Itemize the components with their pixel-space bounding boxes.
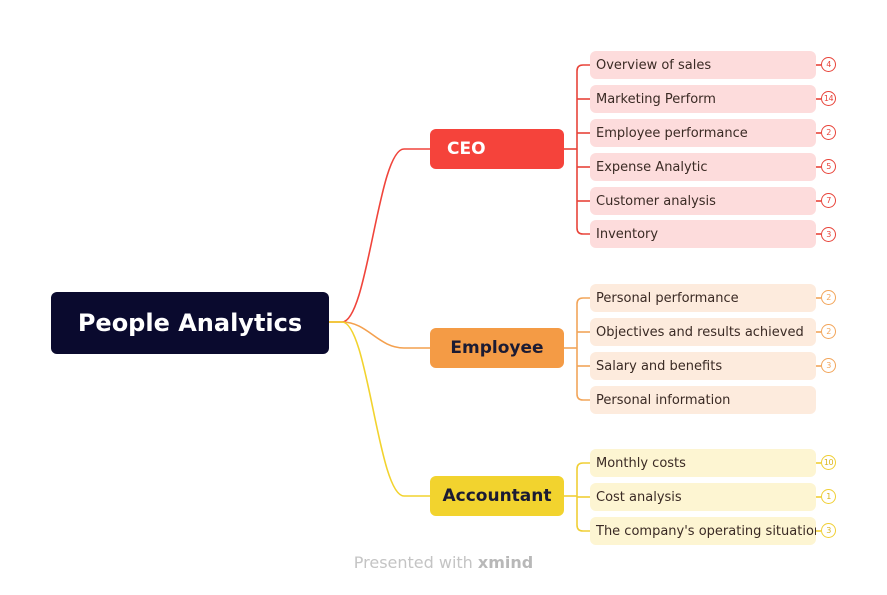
subtopic-label: Customer analysis: [596, 193, 716, 209]
subtopic-count-badge[interactable]: 2: [821, 324, 836, 339]
subtopic-employee-salary-benefits[interactable]: Salary and benefits: [590, 352, 816, 380]
subtopic-accountant-monthly-costs[interactable]: Monthly costs: [590, 449, 816, 477]
subtopic-count-badge[interactable]: 4: [821, 57, 836, 72]
subtopic-count-badge[interactable]: 7: [821, 193, 836, 208]
subtopic-count-badge[interactable]: 14: [821, 91, 836, 106]
subtopic-label: Overview of sales: [596, 57, 712, 73]
subtopic-count-badge[interactable]: 3: [821, 358, 836, 373]
subtopic-label: Inventory: [596, 226, 659, 242]
subtopic-label: Employee performance: [596, 125, 748, 141]
subtopic-accountant-cost-analysis[interactable]: Cost analysis: [590, 483, 816, 511]
subtopic-employee-personal-performance[interactable]: Personal performance: [590, 284, 816, 312]
branch-topic-ceo[interactable]: CEO: [430, 129, 564, 169]
branch-topic-accountant[interactable]: Accountant: [430, 476, 564, 516]
branch-label-accountant: Accountant: [442, 486, 552, 506]
subtopic-label: Monthly costs: [596, 455, 686, 471]
subtopic-count-badge[interactable]: 1: [821, 489, 836, 504]
subtopic-count-badge[interactable]: 2: [821, 125, 836, 140]
presented-with-footer: Presented with xmind: [0, 553, 887, 572]
branch-label-employee: Employee: [450, 338, 544, 358]
branch-label-ceo: CEO: [447, 139, 486, 159]
subtopic-count-badge[interactable]: 3: [821, 523, 836, 538]
branch-topic-employee[interactable]: Employee: [430, 328, 564, 368]
subtopic-label: Cost analysis: [596, 489, 682, 505]
subtopic-employee-personal-information[interactable]: Personal information: [590, 386, 816, 414]
subtopic-label: Salary and benefits: [596, 358, 723, 374]
subtopic-label: The company's operating situation: [596, 523, 816, 539]
subtopic-label: Marketing Perform: [596, 91, 716, 107]
subtopic-ceo-expense-analytic[interactable]: Expense Analytic: [590, 153, 816, 181]
footer-prefix: Presented with: [353, 553, 473, 572]
subtopic-label: Personal information: [596, 392, 731, 408]
subtopic-count-badge[interactable]: 3: [821, 227, 836, 242]
root-topic[interactable]: People Analytics: [51, 292, 329, 354]
subtopic-employee-objectives-results[interactable]: Objectives and results achieved: [590, 318, 816, 346]
subtopic-count-badge[interactable]: 5: [821, 159, 836, 174]
subtopic-ceo-employee-performance[interactable]: Employee performance: [590, 119, 816, 147]
subtopic-count-badge[interactable]: 10: [821, 455, 836, 470]
subtopic-count-badge[interactable]: 2: [821, 290, 836, 305]
root-topic-label: People Analytics: [77, 309, 303, 337]
subtopic-label: Objectives and results achieved: [596, 324, 804, 340]
subtopic-ceo-customer-analysis[interactable]: Customer analysis: [590, 187, 816, 215]
subtopic-label: Expense Analytic: [596, 159, 708, 175]
subtopic-ceo-overview-of-sales[interactable]: Overview of sales: [590, 51, 816, 79]
xmind-logo: xmind: [477, 553, 534, 572]
subtopic-ceo-inventory[interactable]: Inventory: [590, 220, 816, 248]
subtopic-label: Personal performance: [596, 290, 739, 306]
subtopic-ceo-marketing-perform[interactable]: Marketing Perform: [590, 85, 816, 113]
subtopic-accountant-operating-situation[interactable]: The company's operating situation: [590, 517, 816, 545]
